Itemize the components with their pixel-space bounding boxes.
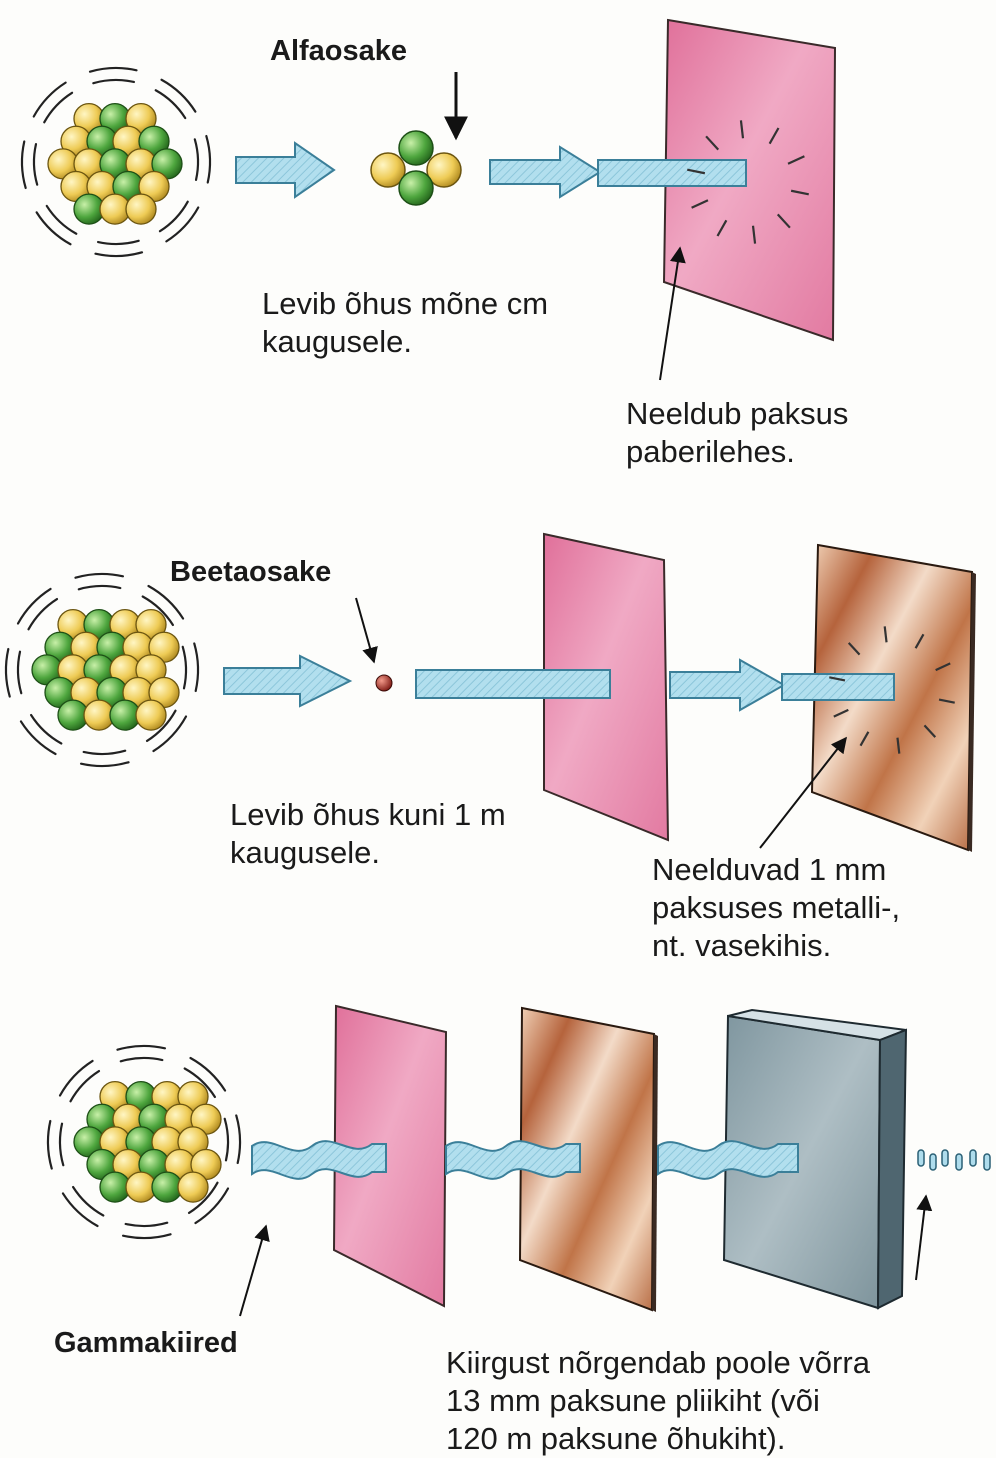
gamma-fragment — [970, 1150, 976, 1166]
proton — [126, 194, 156, 224]
gamma-section — [48, 1006, 990, 1316]
alpha-absorb-caption: Neeldub paksus paberilehes. — [626, 395, 848, 471]
nucleus-gamma — [74, 1082, 221, 1202]
gammakiired-pointer — [240, 1226, 266, 1316]
attenuated-gamma-fragments — [918, 1150, 990, 1170]
beta-beam-to-paper — [416, 670, 610, 698]
vibration-line — [121, 1058, 163, 1061]
vibration-line — [162, 80, 196, 112]
alpha-particle-label: Alfaosake — [270, 35, 407, 68]
beta-travel-caption: Levib õhus kuni 1 m kaugusele. — [230, 796, 506, 872]
vibration-line — [18, 652, 21, 694]
proton — [178, 1172, 208, 1202]
gamma-wave-1 — [252, 1141, 386, 1179]
beta-emission-arrow — [224, 656, 350, 706]
beta-particle-label: Beetaosake — [170, 556, 331, 589]
beta-beam-into-metal — [782, 674, 894, 700]
gamma-ray-label: Gammakiired — [54, 1327, 238, 1360]
vibration-line — [166, 208, 198, 242]
vibration-line — [90, 68, 136, 72]
vibration-line — [34, 144, 37, 185]
vibration-line — [126, 1223, 168, 1226]
vibration-line — [81, 762, 128, 766]
beta-beam-arrow — [670, 660, 784, 710]
nucleus-beta — [32, 610, 179, 730]
gamma-absorb-caption: Kiirgust nõrgendab poole võrra 13 mm pak… — [446, 1344, 870, 1458]
vibration-line — [123, 1234, 170, 1238]
vibration-line — [98, 241, 139, 244]
lead-pointer-gamma — [916, 1196, 926, 1280]
alpha-travel-caption: Levib õhus mõne cm kaugusele. — [262, 285, 548, 361]
alpha-beam-arrow — [490, 147, 600, 197]
beta-absorb-caption: Neelduvad 1 mm paksuses metalli-, nt. va… — [652, 851, 900, 965]
gamma-fragment — [942, 1150, 948, 1166]
vibration-line — [93, 80, 134, 83]
gamma-fragment — [984, 1154, 990, 1170]
vibration-line — [117, 1046, 164, 1050]
vibration-line — [206, 136, 210, 182]
beta-particle — [376, 675, 392, 691]
vibration-line — [84, 751, 126, 754]
alpha-beam-into-paper — [598, 160, 746, 186]
vibration-line — [225, 1119, 228, 1161]
proton — [136, 700, 166, 730]
vibration-line — [236, 1115, 240, 1162]
vibration-line — [79, 586, 121, 589]
vibration-line — [22, 141, 26, 187]
gamma-fragment — [918, 1150, 924, 1166]
vibration-line — [34, 83, 66, 117]
vibration-line — [183, 647, 186, 689]
vibration-line — [194, 643, 198, 690]
nucleus-alpha — [48, 104, 182, 224]
vibration-line — [60, 1124, 63, 1166]
vibration-line — [195, 139, 198, 180]
vibration-line — [37, 212, 71, 244]
vibration-line — [95, 252, 141, 256]
gamma-fragment — [930, 1154, 936, 1170]
gamma-fragment — [956, 1154, 962, 1170]
alpha-particle — [371, 131, 461, 205]
beetaosake-pointer — [356, 598, 374, 662]
vibration-line — [75, 574, 122, 578]
vibration-line — [6, 649, 10, 696]
gamma-wave-2 — [446, 1141, 580, 1179]
alpha-emission-arrow — [236, 143, 334, 197]
vibration-line — [48, 1121, 52, 1168]
